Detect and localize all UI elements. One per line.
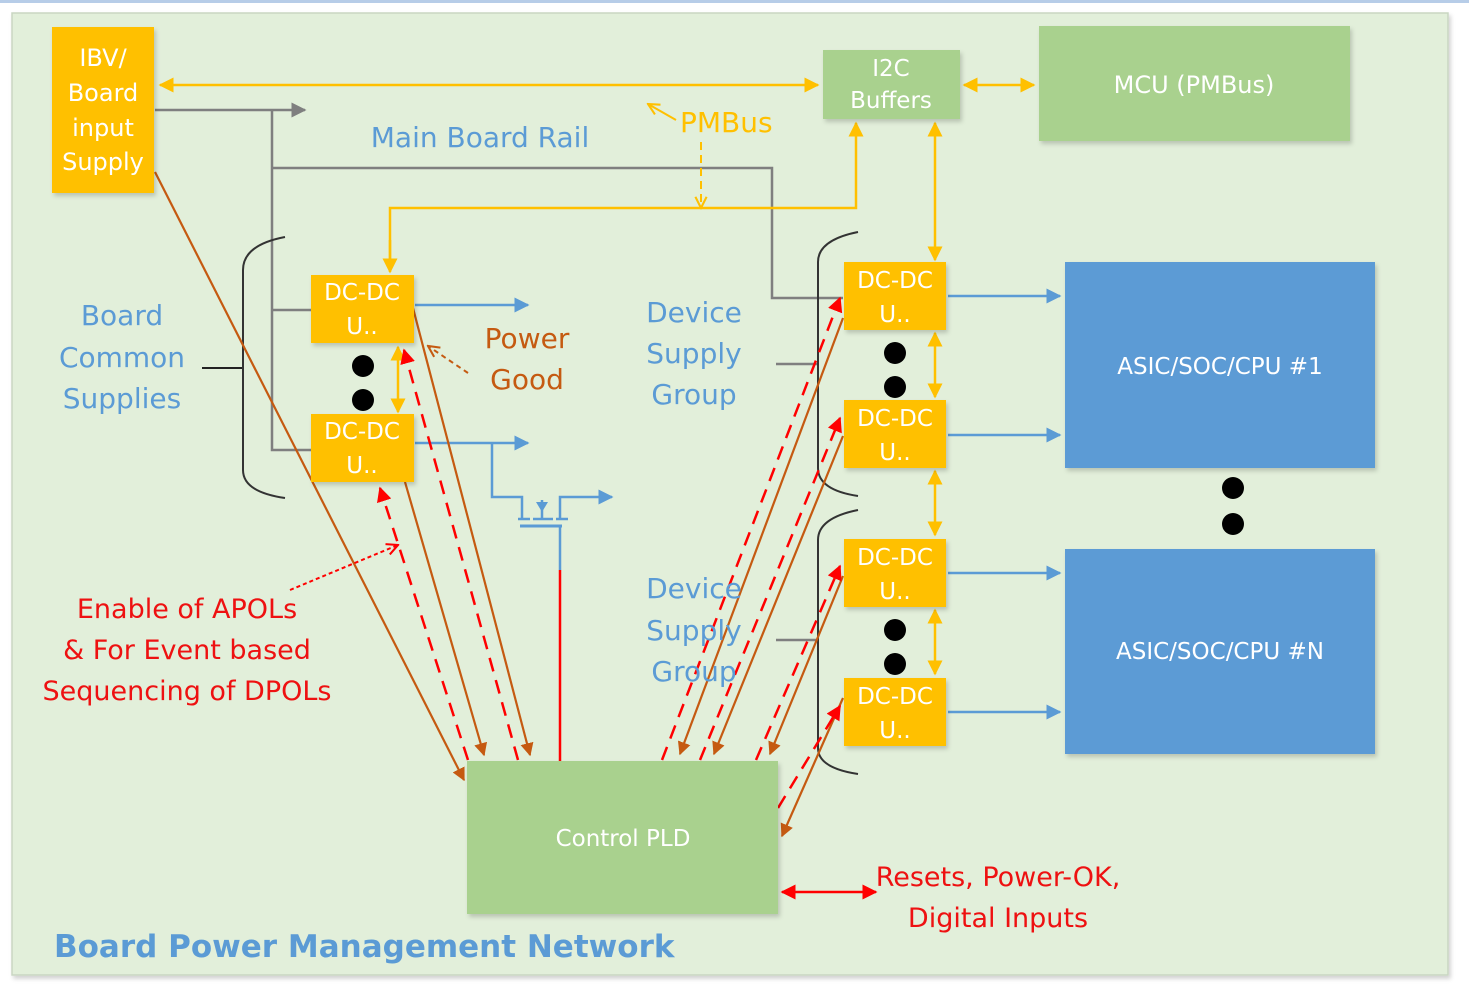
dcdc-right-1-box[interactable]: DC-DC U.. — [844, 262, 946, 330]
main-board-rail-label: Main Board Rail — [371, 121, 590, 154]
dcdc-right-3-label: DC-DC — [857, 545, 933, 571]
dcdc-right-3-box[interactable]: DC-DC U.. — [844, 539, 946, 607]
svg-text:Common: Common — [59, 341, 185, 374]
ibv-supply-box[interactable]: IBV/ Board input Supply — [52, 27, 154, 193]
svg-text:Group: Group — [651, 378, 736, 411]
pmbus-label: PMBus — [680, 106, 773, 139]
enable-lines — [377, 296, 843, 809]
svg-text:Sequencing of DPOLs: Sequencing of DPOLs — [43, 676, 332, 707]
dcdc-left-1-sub: U.. — [346, 314, 377, 340]
pmbus-lines — [158, 77, 1036, 676]
dot-icon — [352, 355, 374, 377]
dot-icon — [884, 376, 906, 398]
dcdc-right-4-sub: U.. — [879, 718, 910, 744]
i2c-label-line-1: I2C — [872, 56, 909, 82]
device-supply-group-2-label: Device Supply Group — [646, 572, 742, 688]
svg-text:Supply: Supply — [646, 614, 741, 647]
asic-1-box[interactable]: ASIC/SOC/CPU #1 — [1065, 262, 1375, 468]
dcdc-right-2-sub: U.. — [879, 440, 910, 466]
svg-text:Supply: Supply — [646, 337, 741, 370]
mcu-label: MCU (PMBus) — [1114, 71, 1275, 99]
main-board-rail-lines — [155, 102, 843, 642]
asic-n-label: ASIC/SOC/CPU #N — [1116, 639, 1324, 665]
ibv-label-line-4: Supply — [62, 148, 144, 176]
control-pld-box[interactable]: Control PLD — [467, 761, 778, 914]
pld-label: Control PLD — [556, 826, 691, 852]
dcdc-right-2-box[interactable]: DC-DC U.. — [844, 400, 946, 468]
dcdc-left-2-sub: U.. — [346, 453, 377, 479]
dcdc-left-2-label: DC-DC — [324, 419, 400, 445]
svg-text:Resets, Power-OK,: Resets, Power-OK, — [876, 862, 1121, 893]
svg-text:Board: Board — [81, 299, 163, 332]
svg-text:Group: Group — [651, 655, 736, 688]
power-good-label: Power Good — [485, 322, 570, 396]
dot-icon — [884, 619, 906, 641]
dcdc-left-1-label: DC-DC — [324, 280, 400, 306]
device-supply-group-1-label: Device Supply Group — [646, 296, 742, 411]
dcdc-right-1-sub: U.. — [879, 302, 910, 328]
i2c-buffers-box[interactable]: I2C Buffers — [823, 50, 960, 119]
ibv-label-line-2: Board — [68, 79, 139, 107]
svg-text:Enable of APOLs: Enable of APOLs — [77, 594, 297, 625]
svg-text:Device: Device — [646, 296, 742, 329]
i2c-label-line-2: Buffers — [850, 88, 932, 114]
svg-text:Power: Power — [485, 322, 570, 355]
resets-label: Resets, Power-OK, Digital Inputs — [876, 862, 1121, 934]
ellipsis-dots — [352, 342, 1244, 675]
dot-icon — [884, 653, 906, 675]
enable-callout-line — [289, 545, 398, 591]
dcdc-left-2-box[interactable]: DC-DC U.. — [311, 414, 414, 482]
dot-icon — [352, 389, 374, 411]
top-border — [0, 0, 1469, 3]
dot-icon — [884, 342, 906, 364]
dcdc-right-4-label: DC-DC — [857, 684, 933, 710]
enable-sequencing-label: Enable of APOLs & For Event based Sequen… — [43, 594, 332, 707]
dcdc-left-1-box[interactable]: DC-DC U.. — [311, 275, 414, 343]
power-rail-lines — [415, 288, 1062, 720]
brace-device-group-2 — [817, 509, 859, 775]
svg-text:Supplies: Supplies — [63, 382, 181, 415]
asic-n-box[interactable]: ASIC/SOC/CPU #N — [1065, 549, 1375, 754]
dcdc-right-3-sub: U.. — [879, 579, 910, 605]
brace-board-common — [242, 236, 286, 499]
dcdc-right-4-box[interactable]: DC-DC U.. — [844, 678, 946, 746]
board-common-supplies-label: Board Common Supplies — [59, 299, 185, 415]
ibv-label-line-1: IBV/ — [79, 44, 127, 72]
dcdc-right-2-label: DC-DC — [857, 406, 933, 432]
mcu-box[interactable]: MCU (PMBus) — [1039, 26, 1350, 141]
svg-text:Digital Inputs: Digital Inputs — [908, 903, 1088, 934]
svg-text:Good: Good — [490, 363, 564, 396]
svg-text:Device: Device — [646, 572, 742, 605]
dot-icon — [1222, 513, 1244, 535]
dot-icon — [1222, 477, 1244, 499]
asic-1-label: ASIC/SOC/CPU #1 — [1117, 354, 1322, 380]
brace-icons — [242, 231, 859, 775]
dcdc-right-1-label: DC-DC — [857, 268, 933, 294]
svg-text:& For Event based: & For Event based — [63, 635, 311, 666]
ibv-label-line-3: input — [72, 114, 134, 142]
diagram-title: Board Power Management Network — [54, 929, 676, 965]
brace-device-group-1 — [817, 231, 859, 497]
